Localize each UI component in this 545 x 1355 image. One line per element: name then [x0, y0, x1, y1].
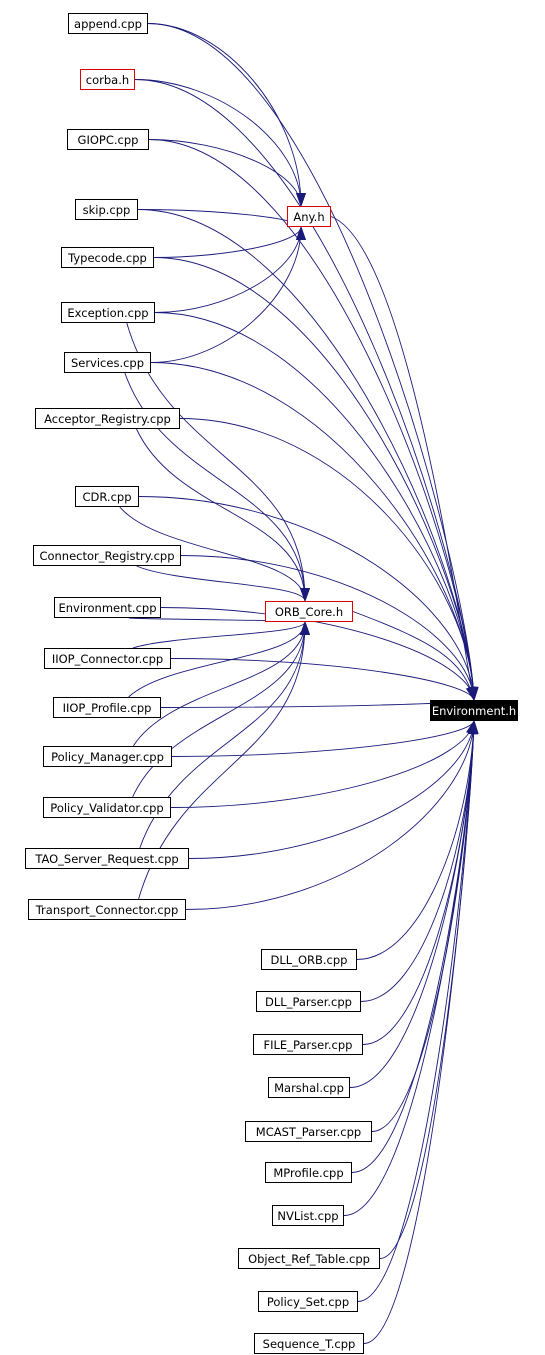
edge-any-h-to-environment-h [330, 216, 476, 701]
node-corba-h[interactable]: corba.h [80, 69, 135, 90]
node-iiop-connector-cpp[interactable]: IIOP_Connector.cpp [44, 648, 171, 669]
node-nvlist-cpp[interactable]: NVList.cpp [272, 1205, 344, 1226]
edge-GIOPC.cpp-to-any-h [148, 139, 306, 207]
node-environment-h[interactable]: Environment.h [430, 700, 518, 721]
node-tao-server-request-cpp[interactable]: TAO_Server_Request.cpp [25, 848, 189, 869]
edge-Services.cpp-to-any-h [150, 226, 306, 363]
edge-Policy_Set.cpp-to-environment-h [357, 720, 479, 1302]
edge-Connector_Registry.cpp-to-environment-h [180, 555, 479, 701]
node-sequence-t-cpp[interactable]: Sequence_T.cpp [254, 1333, 364, 1354]
edge-GIOPC.cpp-to-environment-h [148, 139, 479, 701]
node-services-cpp[interactable]: Services.cpp [64, 352, 151, 373]
edge-CDR.cpp-to-orb-core-h [119, 506, 310, 602]
node-append-cpp[interactable]: append.cpp [68, 13, 148, 34]
node-skip-cpp[interactable]: skip.cpp [75, 199, 138, 220]
edge-orb-core-h-to-environment-h [352, 611, 476, 701]
node-policy-manager-cpp[interactable]: Policy_Manager.cpp [43, 746, 172, 767]
node-giopc-cpp[interactable]: GIOPC.cpp [67, 129, 149, 150]
edge-Marshal.cpp-to-environment-h [349, 720, 479, 1088]
edge-append.cpp-to-environment-h [147, 23, 479, 701]
edge-DLL_ORB.cpp-to-environment-h [356, 720, 479, 960]
edge-Policy_Validator.cpp-to-environment-h [170, 720, 478, 808]
edge-Environment.cpp-to-environment-h [160, 607, 478, 701]
edge-Object_Ref_Table.cpp-to-environment-h [379, 720, 479, 1259]
node-typecode-cpp[interactable]: Typecode.cpp [61, 247, 154, 268]
edge-Policy_Manager.cpp-to-orb-core-h [132, 621, 310, 747]
edge-CDR.cpp-to-environment-h [138, 496, 479, 701]
node-mcast-parser-cpp[interactable]: MCAST_Parser.cpp [245, 1121, 372, 1142]
node-orb-core-h[interactable]: ORB_Core.h [265, 601, 353, 622]
node-dll-parser-cpp[interactable]: DLL_Parser.cpp [256, 991, 361, 1012]
node-mprofile-cpp[interactable]: MProfile.cpp [265, 1162, 352, 1183]
node-acceptor-registry-cpp[interactable]: Acceptor_Registry.cpp [35, 408, 180, 429]
node-policy-validator-cpp[interactable]: Policy_Validator.cpp [43, 797, 171, 818]
node-any-h[interactable]: Any.h [287, 206, 331, 227]
edge-Typecode.cpp-to-environment-h [153, 257, 479, 701]
edge-Sequence_T.cpp-to-environment-h [363, 720, 479, 1344]
node-dll-orb-cpp[interactable]: DLL_ORB.cpp [261, 949, 357, 970]
node-exception-cpp[interactable]: Exception.cpp [61, 302, 155, 323]
edge-Exception.cpp-to-environment-h [154, 312, 479, 701]
node-file-parser-cpp[interactable]: FILE_Parser.cpp [253, 1034, 363, 1055]
edge-Acceptor_Registry.cpp-to-environment-h [179, 418, 479, 701]
node-iiop-profile-cpp[interactable]: IIOP_Profile.cpp [53, 697, 161, 718]
node-connector-registry-cpp[interactable]: Connector_Registry.cpp [33, 545, 181, 566]
edge-append.cpp-to-any-h [147, 23, 306, 207]
edge-Typecode.cpp-to-any-h [153, 226, 306, 258]
edge-corba.h-to-any-h [134, 79, 306, 207]
edge-Exception.cpp-to-any-h [154, 226, 306, 313]
node-environment-cpp[interactable]: Environment.cpp [54, 597, 161, 618]
edge-Policy_Validator.cpp-to-orb-core-h [132, 621, 310, 798]
node-policy-set-cpp[interactable]: Policy_Set.cpp [258, 1291, 358, 1312]
edge-IIOP_Connector.cpp-to-environment-h [170, 658, 477, 701]
node-object-ref-table-cpp[interactable]: Object_Ref_Table.cpp [238, 1248, 380, 1269]
edge-Acceptor_Registry.cpp-to-orb-core-h [136, 428, 310, 602]
edge-TAO_Server_Request.cpp-to-environment-h [188, 720, 479, 859]
edge-Policy_Manager.cpp-to-environment-h [171, 720, 476, 757]
node-cdr-cpp[interactable]: CDR.cpp [75, 486, 139, 507]
node-marshal-cpp[interactable]: Marshal.cpp [268, 1077, 350, 1098]
edge-Connector_Registry.cpp-to-orb-core-h [136, 565, 310, 602]
edge-MCAST_Parser.cpp-to-environment-h [371, 720, 479, 1132]
edge-IIOP_Connector.cpp-to-orb-core-h [132, 621, 310, 649]
edge-Transport_Connector.cpp-to-environment-h [185, 720, 479, 910]
edge-IIOP_Profile.cpp-to-environment-h [160, 699, 475, 713]
edge-NVList.cpp-to-environment-h [343, 720, 479, 1216]
node-transport-connector-cpp[interactable]: Transport_Connector.cpp [28, 899, 186, 920]
